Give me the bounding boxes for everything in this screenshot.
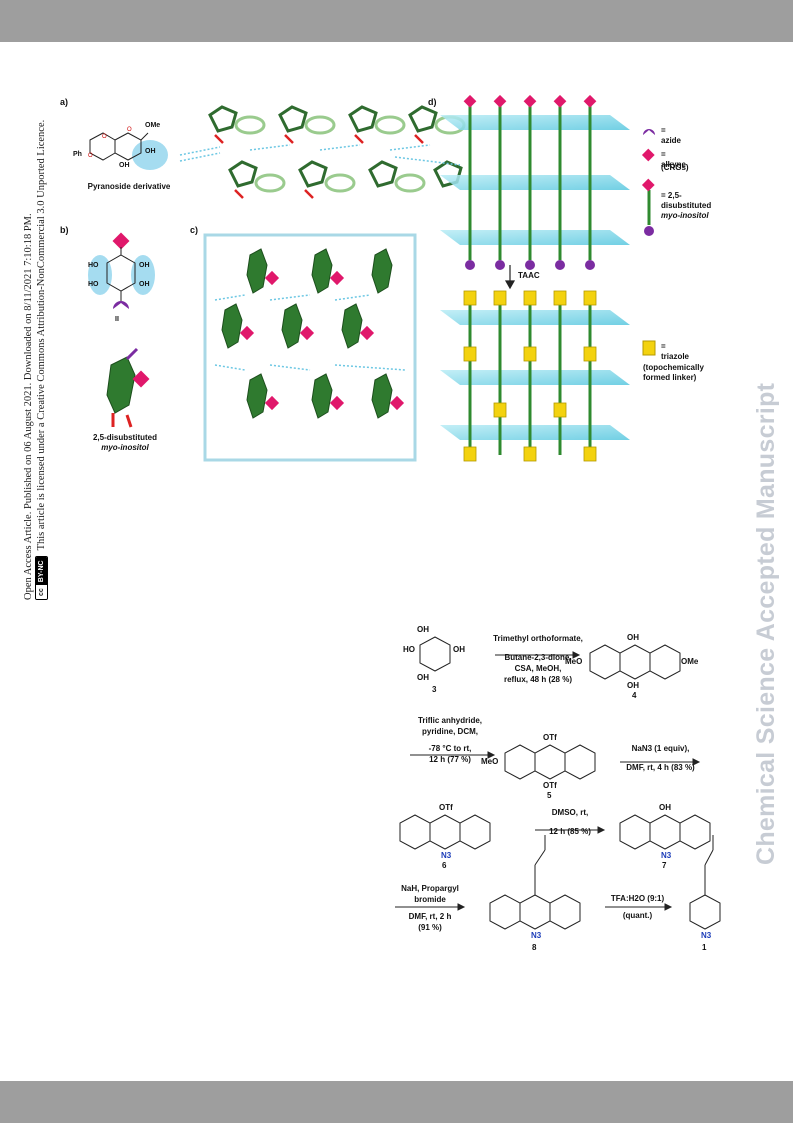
- reagents-step-3: NaN3 (1 equiv), DMF, rt, 4 h (83 %): [626, 744, 695, 772]
- compound-4-ring: [619, 644, 651, 680]
- reagents-step-5: NaH, Propargyl bromide DMF, rt, 2 h (91 …: [401, 884, 459, 932]
- pyranoside-ph: Ph: [73, 151, 82, 158]
- scheme-artwork: [395, 636, 721, 930]
- c7-oh: OH: [659, 803, 671, 812]
- panel-b-label: b): [60, 225, 69, 235]
- c4-oh-bottom: OH: [627, 681, 639, 690]
- compound-4-number: 4: [632, 691, 637, 700]
- alkyne-legend-icon: [641, 148, 655, 162]
- legend-triazole-note: (topochemically formed linker): [643, 363, 704, 382]
- accepted-manuscript-watermark: Chemical Science Accepted Manuscript: [752, 382, 780, 865]
- compound-6-number: 6: [442, 861, 447, 870]
- cc-license-badge[interactable]: cc BY-NC: [35, 556, 48, 600]
- inositol-caption: 2,5-disubstituted myo-inositol: [92, 433, 157, 452]
- compound-6-ring: [429, 814, 461, 850]
- panel-a-label: a): [60, 97, 69, 107]
- c5-otf-bottom: OTf: [543, 781, 557, 790]
- compound-1-ring: [689, 894, 721, 930]
- compound-1-number: 1: [702, 943, 707, 952]
- pyranoside-oh-1: OH: [145, 148, 156, 155]
- sheet-stack-before: [440, 95, 630, 270]
- c6-otf: OTf: [439, 803, 453, 812]
- inositol-packing: [203, 233, 417, 462]
- compound-7-ring: [649, 814, 681, 850]
- compound-8-number: 8: [532, 943, 537, 952]
- c7-n3: N3: [661, 851, 672, 860]
- c3-ho-left: HO: [403, 645, 415, 654]
- triazole-legend-icon: [642, 340, 656, 356]
- legend-inositol: = 2,5- disubstituted myo-inositol: [661, 191, 712, 220]
- inositol-oh-1: OH: [139, 262, 150, 269]
- c5-meo: MeO: [481, 757, 499, 766]
- c3-oh-bottom: OH: [417, 673, 429, 682]
- top-banner: [0, 0, 793, 42]
- svg-text:O: O: [102, 134, 107, 140]
- c8-n3: N3: [531, 931, 542, 940]
- pyranoside-packing: [179, 105, 466, 199]
- azide-legend-icon: [643, 129, 655, 135]
- publication-line: Open Access Article. Published on 06 Aug…: [23, 213, 34, 600]
- cc-badge-type: BY-NC: [35, 557, 48, 586]
- figure-artwork: O O O: [88, 95, 656, 462]
- taac-arrow: [504, 265, 516, 290]
- pyranoside-oh-2: OH: [119, 162, 130, 169]
- c6-n3: N3: [441, 851, 452, 860]
- compound-3-ring: [419, 636, 451, 672]
- legend-triazole: = triazole: [661, 342, 690, 361]
- license-side-text: Open Access Article. Published on 06 Aug…: [22, 80, 48, 600]
- legend-icons: [641, 129, 656, 356]
- figure-panels: O O O: [55, 95, 711, 470]
- reagents-step-4: DMSO, rt, 12 h (85 %): [549, 808, 591, 836]
- reagents-step-2: Triflic anhydride, pyridine, DCM, -78 °C…: [417, 716, 482, 764]
- c1-n3: N3: [701, 931, 712, 940]
- inositol-oh-2: OH: [139, 281, 150, 288]
- reagents-step-6: TFA:H2O (9:1) (quant.): [610, 894, 665, 920]
- license-line[interactable]: This article is licensed under a Creativ…: [36, 119, 47, 551]
- legend-crgs: (CRGs): [661, 163, 689, 172]
- c3-oh-top: OH: [417, 625, 429, 634]
- panel-d-label: d): [428, 97, 437, 107]
- compound-5-ring: [534, 744, 566, 780]
- c4-meo: MeO: [565, 657, 583, 666]
- synthesis-scheme: OH HO OH OH 3 Trimethyl orthoformate, Bu…: [395, 625, 725, 965]
- inositol-3d-model: [106, 347, 150, 428]
- svg-text:O: O: [88, 153, 93, 159]
- taac-label: TAAC: [518, 271, 540, 280]
- pyranoside-structure: O O O: [88, 127, 168, 170]
- pyranoside-ome: OMe: [145, 122, 161, 129]
- panel-c-label: c): [190, 225, 199, 235]
- svg-text:O: O: [127, 127, 132, 133]
- compound-8-ring: [519, 894, 551, 930]
- compound-ii-label: II: [115, 316, 119, 323]
- inositol-ho-1: HO: [88, 262, 99, 269]
- legend-alkyne: = alkyne: [661, 150, 686, 169]
- cc-badge-label: cc: [35, 585, 48, 599]
- compound-5-number: 5: [547, 791, 552, 800]
- compound-3-number: 3: [432, 685, 437, 694]
- c4-ome: OMe: [681, 657, 699, 666]
- reagents-step-1: Trimethyl orthoformate, Butane-2,3-dione…: [493, 634, 583, 684]
- pyranoside-caption: Pyranoside derivative: [87, 182, 171, 191]
- inositol-structure: [88, 232, 155, 309]
- sheet-stack-after: [440, 290, 630, 462]
- bottom-banner: [0, 1081, 793, 1123]
- c4-oh: OH: [627, 633, 639, 642]
- compound-7-number: 7: [662, 861, 667, 870]
- legend-azide: = azide: [661, 126, 682, 145]
- c5-otf-top: OTf: [543, 733, 557, 742]
- c3-oh-right: OH: [453, 645, 465, 654]
- inositol-ho-2: HO: [88, 281, 99, 288]
